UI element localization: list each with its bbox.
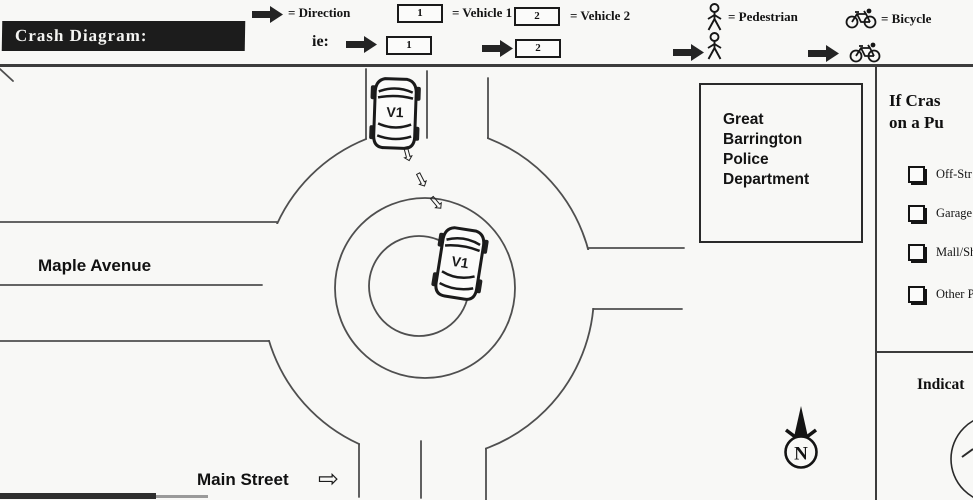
checkbox-mall-label: Mall/Sh [936,245,973,259]
panel-heading-line1: If Cras [889,91,941,110]
pedestrian-icon [707,3,722,31]
panel-heading: If Cras on a Pu [889,90,944,134]
vehicle-2-example-symbol: 2 [515,39,561,58]
vehicle-1-icon: V1 [369,77,421,150]
vehicle-1-symbol: 1 [397,4,443,23]
legend-direction-label: = Direction [288,5,351,20]
checkbox-off-street[interactable] [908,166,925,183]
vehicle-2-symbol: 2 [514,7,560,26]
checkbox-garage-label: Garage [936,206,973,220]
location-box [699,83,863,243]
legend-pedestrian-label: = Pedestrian [728,9,798,24]
checkbox-garage[interactable] [908,205,925,222]
page-title: Crash Diagram: [1,21,246,51]
vehicle-1-label: V1 [386,104,404,121]
location-box-text: Great Barrington Police Department [723,110,809,190]
checkbox-other-label: Other P [936,287,973,301]
vehicle-2-example-number: 2 [535,42,541,54]
legend-bicycle-label: = Bicycle [881,11,932,26]
street-label-maple-avenue: Maple Avenue [38,256,152,275]
vehicle-2-symbol-number: 2 [534,10,540,22]
vehicle-1-second-label: V1 [450,253,470,272]
direction-arrow-icon [808,45,839,62]
vehicle-1-second-position-icon: V1 [431,226,489,301]
legend-vehicle2-label: = Vehicle 2 [570,8,631,23]
road-edges [0,68,685,500]
location-line: Police [723,151,769,168]
header-divider [0,64,973,67]
indicate-north-heading: Indicat [917,376,965,393]
location-line: Barrington [723,131,803,148]
direction-arrow-icon [346,36,377,53]
vehicle-1-example-symbol: 1 [386,36,432,55]
direction-arrow-icon [673,44,704,61]
roundabout [246,108,604,473]
indicate-north-dial [950,419,973,499]
compass-north-icon: N [784,406,818,469]
eastbound-arrow-icon: ⇨ [318,464,339,493]
direction-arrow-icon [482,40,513,57]
location-line: Great [723,111,764,128]
street-label-main-street: Main Street [197,470,289,489]
location-line: Department [723,171,810,188]
checkbox-off-street-label: Off-Str [936,167,972,181]
vehicle-1-example-number: 1 [406,39,412,51]
bicycle-icon [845,8,877,29]
page-title-text: Crash Diagram: [14,26,148,45]
checkbox-mall[interactable] [908,244,925,261]
legend-vehicle1-label: = Vehicle 1 [452,5,513,20]
checkbox-other[interactable] [908,286,925,303]
legend-example-label: ie: [312,33,329,50]
pedestrian-icon [707,32,722,60]
bicycle-icon [849,42,881,63]
vehicle-1-symbol-number: 1 [417,7,423,19]
right-panel-frame [875,67,973,500]
scan-artifact [0,493,208,499]
compass-letter: N [794,444,808,465]
direction-arrow-icon [252,6,283,23]
panel-heading-line2: on a Pu [889,113,944,132]
